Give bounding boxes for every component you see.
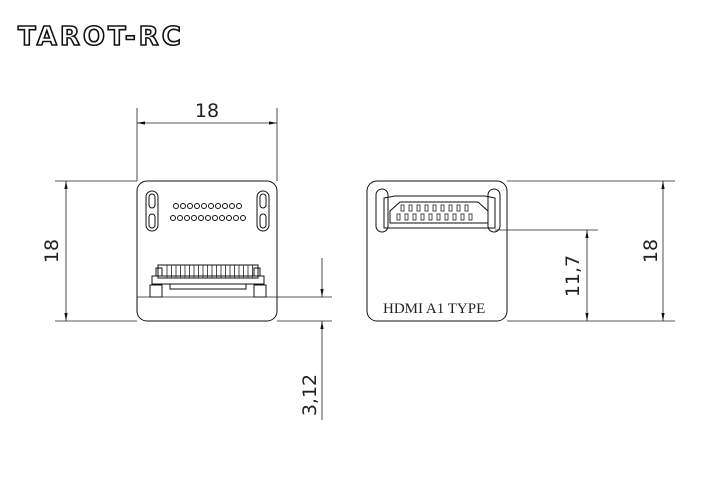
width-dimension-label: 18	[195, 100, 219, 122]
solder-pad	[187, 203, 193, 209]
connector-type-label: HDMI A1 TYPE	[383, 301, 485, 317]
solder-pad	[173, 203, 179, 209]
solder-pad	[184, 215, 190, 221]
hdmi-pin	[440, 204, 445, 212]
solder-pad	[222, 203, 228, 209]
hdmi-pin	[432, 204, 437, 212]
board-outline-left	[136, 180, 278, 322]
hdmi-pin	[460, 213, 465, 221]
solder-pad	[170, 215, 176, 221]
solder-pad	[205, 215, 211, 221]
solder-pad	[229, 203, 235, 209]
solder-pad	[208, 203, 214, 209]
hdmi-pin	[464, 204, 469, 212]
solder-pad	[191, 215, 197, 221]
hdmi-pin	[412, 213, 417, 221]
solder-pad	[201, 203, 207, 209]
offset-dimension-label: 3,12	[299, 374, 321, 416]
solder-pad	[198, 215, 204, 221]
brand-logo: TAROT-RC	[18, 22, 184, 52]
hdmi-pin	[436, 213, 441, 221]
hdmi-pin	[420, 213, 425, 221]
hdmi-pin	[428, 213, 433, 221]
left-view: 18 18 3,12	[41, 100, 332, 420]
solder-pad	[240, 215, 246, 221]
height-dimension-label: 18	[41, 239, 63, 263]
mounting-slots	[145, 190, 270, 232]
right-view: 18 11,7 HDMI A1 TYPE	[366, 180, 675, 322]
solder-pads	[170, 203, 246, 221]
solder-pad	[212, 215, 218, 221]
solder-pad	[215, 203, 221, 209]
solder-pad	[194, 203, 200, 209]
hdmi-pin	[404, 213, 409, 221]
hdmi-pin	[468, 213, 473, 221]
solder-pad	[219, 215, 225, 221]
hdmi-pin	[424, 204, 429, 212]
solder-pad	[226, 215, 232, 221]
hdmi-pin	[448, 204, 453, 212]
hdmi-pin	[396, 213, 401, 221]
solder-pad	[236, 203, 242, 209]
hdmi-pin	[400, 204, 405, 212]
hdmi-connector	[375, 188, 501, 233]
hdmi-pin	[444, 213, 449, 221]
fpc-connector	[149, 264, 267, 298]
connector-height-dimension-label: 11,7	[562, 255, 584, 297]
board-outline-right	[366, 180, 508, 322]
height-dimension-label: 18	[640, 239, 662, 263]
hdmi-pin	[408, 204, 413, 212]
hdmi-pin	[416, 204, 421, 212]
solder-pad	[180, 203, 186, 209]
hdmi-pin	[456, 204, 461, 212]
solder-pad	[233, 215, 239, 221]
hdmi-pin	[452, 213, 457, 221]
solder-pad	[177, 215, 183, 221]
